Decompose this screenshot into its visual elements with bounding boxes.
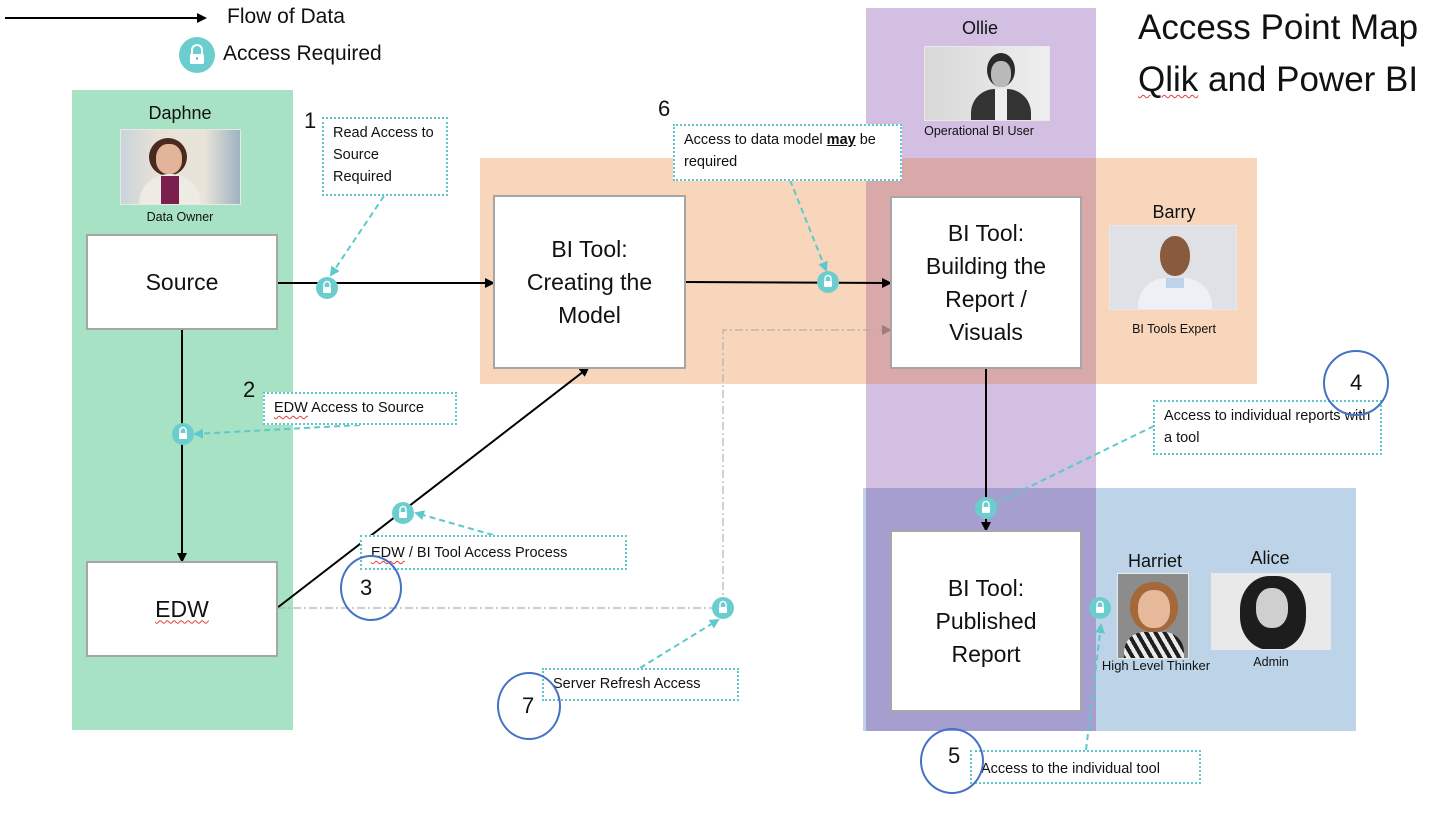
callout-step-2: EDW Access to Source xyxy=(263,392,457,425)
callout-step-1: Read Access to Source Required xyxy=(322,117,448,196)
pointer-step-7 xyxy=(639,618,720,669)
step-number-2: 2 xyxy=(243,377,256,402)
pointer-step-4 xyxy=(995,425,1155,504)
person-name-ollie: Ollie xyxy=(961,18,998,38)
lock-icon[interactable] xyxy=(392,502,414,524)
title-line-2: Qlik and Power BI xyxy=(1138,60,1419,99)
lock-icon[interactable] xyxy=(316,277,338,299)
step-circle-7 xyxy=(497,672,561,740)
callout-step-5: Access to the individual tool xyxy=(970,750,1201,784)
person-role-barry: BI Tools Expert xyxy=(1132,322,1216,336)
person-name-harriet: Harriet xyxy=(1127,551,1182,571)
step-number-3: 3 xyxy=(360,575,373,600)
avatar-barry xyxy=(1109,225,1237,310)
callout-step-3: EDW / BI Tool Access Process xyxy=(360,535,627,570)
node-source[interactable]: Source xyxy=(86,234,278,330)
callout-step-7: Server Refresh Access xyxy=(542,668,739,701)
pointer-step-5 xyxy=(1085,623,1106,751)
avatar-daphne xyxy=(120,129,241,205)
pointer-step-2 xyxy=(193,424,361,439)
node-edw[interactable]: EDW xyxy=(86,561,278,657)
pointer-step-6 xyxy=(789,179,828,272)
step-number-4: 4 xyxy=(1350,370,1363,395)
server-refresh-path xyxy=(277,325,892,609)
person-name-daphne: Daphne xyxy=(148,103,212,123)
legend-flow-label: Flow of Data xyxy=(227,5,345,28)
callout-step-6: Access to data model may be required xyxy=(673,124,902,181)
step-circle-5 xyxy=(920,728,984,794)
lock-icon[interactable] xyxy=(712,597,734,619)
lock-icon[interactable] xyxy=(1089,597,1111,619)
node-create-model[interactable]: BI Tool: Creating the Model xyxy=(493,195,686,369)
step-number-1: 1 xyxy=(304,108,317,133)
avatar-ollie xyxy=(924,46,1050,121)
pointer-step-3 xyxy=(414,510,494,536)
node-published-report[interactable]: BI Tool: Published Report xyxy=(890,530,1082,712)
node-build-report[interactable]: BI Tool: Building the Report / Visuals xyxy=(890,196,1082,369)
person-role-ollie: Operational BI User xyxy=(924,124,1034,138)
person-role-alice: Admin xyxy=(1253,655,1289,669)
lock-icon[interactable] xyxy=(975,497,997,519)
avatar-alice xyxy=(1211,573,1331,650)
flow-model-to-report xyxy=(684,277,892,288)
legend-access-label: Access Required xyxy=(223,42,382,65)
lock-icon xyxy=(179,37,215,73)
step-circle-3 xyxy=(340,555,402,621)
person-name-alice: Alice xyxy=(1250,548,1290,568)
pointer-step-1 xyxy=(329,195,385,277)
lock-icon[interactable] xyxy=(817,271,839,293)
step-circle-4 xyxy=(1323,350,1389,416)
page-title: Access Point Map Qlik and Power BI xyxy=(1138,2,1418,106)
step-number-7: 7 xyxy=(522,693,535,718)
person-role-harriet: High Level Thinker xyxy=(1101,658,1211,673)
step-number-6: 6 xyxy=(658,96,671,121)
lock-icon[interactable] xyxy=(172,423,194,445)
avatar-harriet xyxy=(1117,573,1189,659)
flow-edw-to-model xyxy=(276,366,590,609)
step-number-5: 5 xyxy=(948,743,961,768)
person-role-daphne: Data Owner xyxy=(146,210,214,224)
person-name-barry: Barry xyxy=(1152,202,1196,222)
title-line-1: Access Point Map xyxy=(1138,8,1419,47)
